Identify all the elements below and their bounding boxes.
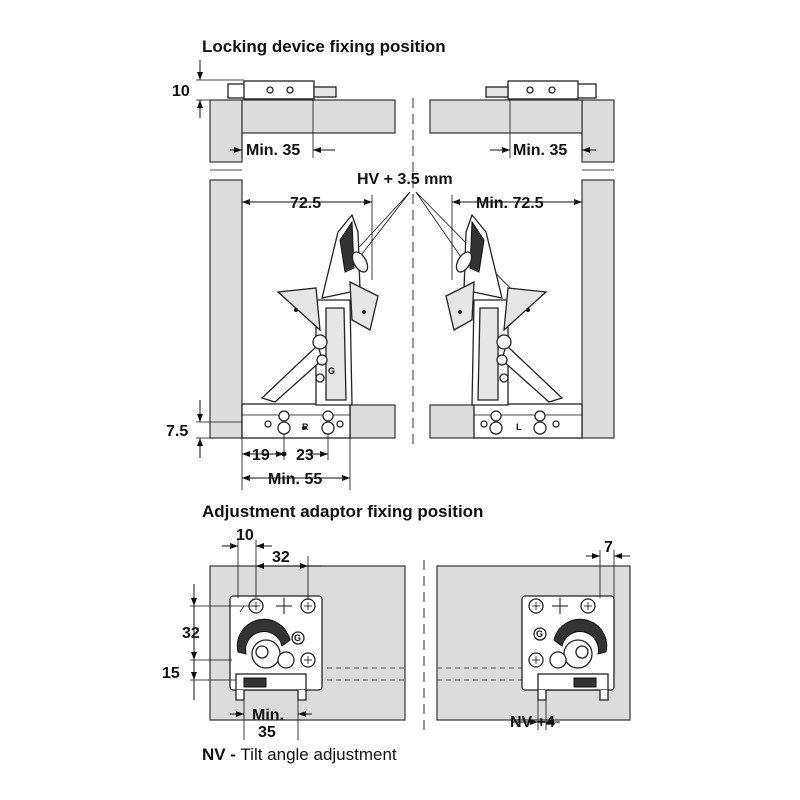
right-bottom-panel xyxy=(429,404,476,439)
dimension-min35-left: Min. 35 xyxy=(230,133,335,159)
left-bottom-panel xyxy=(349,404,396,439)
dim-7-5-label: 7.5 xyxy=(166,423,188,440)
dimension-adj-min35: Min. 35 xyxy=(230,700,312,741)
mark-l: L xyxy=(516,422,522,432)
mark-g-locking-left: G xyxy=(328,366,335,376)
dim-adj-32h-label: 32 xyxy=(272,549,290,566)
dim-min72-5-label: Min. 72.5 xyxy=(476,195,544,212)
dim-hv-label: HV + 3.5 mm xyxy=(357,171,453,188)
dim-adj-min-label: Min. xyxy=(252,707,284,724)
left-side-panel xyxy=(209,179,243,439)
right-locking-mechanism xyxy=(445,213,583,439)
mark-r: R xyxy=(302,422,309,432)
dim-19-label: 19 xyxy=(252,447,270,464)
dimension-adj-7: 7 xyxy=(586,539,630,598)
top-left-panel-assembly xyxy=(209,80,396,163)
dimension-adj-10: 10 xyxy=(222,527,272,598)
dimension-adj-15: 15 xyxy=(162,660,236,700)
dimension-nv4: NV +4 xyxy=(510,700,560,731)
dim-adj-35-label: 35 xyxy=(258,724,276,741)
dim-min35-right-label: Min. 35 xyxy=(513,142,567,159)
dimension-19-23-min55: 19 23 Min. 55 xyxy=(241,434,351,490)
heading-locking-device: Locking device fixing position xyxy=(202,37,446,56)
dim-adj-32v-label: 32 xyxy=(182,625,200,642)
mark-g-adaptor-right: G xyxy=(536,629,543,639)
dim-23-label: 23 xyxy=(296,447,314,464)
heading-adjustment-adaptor: Adjustment adaptor fixing position xyxy=(202,502,483,521)
dimension-7-5: 7.5 xyxy=(166,400,242,458)
right-adjustment-adaptor: G xyxy=(521,595,615,701)
dim-min35-left-label: Min. 35 xyxy=(246,142,300,159)
dimension-min72-5: Min. 72.5 xyxy=(451,195,582,280)
dim-10-top-label: 10 xyxy=(172,83,190,100)
dimension-adj-32-horizontal: 32 xyxy=(256,549,322,600)
dimension-adj-32-vertical: 32 xyxy=(182,584,256,661)
legend-note: NV - Tilt angle adjustment xyxy=(202,745,397,764)
dimension-72-5: 72.5 xyxy=(242,195,373,280)
dim-nv4-label: NV +4 xyxy=(510,714,555,731)
dim-adj-7-label: 7 xyxy=(604,539,613,556)
dim-min55-label: Min. 55 xyxy=(268,471,322,488)
dim-adj-15-label: 15 xyxy=(162,665,180,682)
left-adjustment-adaptor: G xyxy=(229,595,323,701)
legend-key: NV - xyxy=(202,745,236,764)
dimension-10-top: 10 xyxy=(172,60,244,118)
legend-text: Tilt angle adjustment xyxy=(236,745,397,764)
dim-72-5-label: 72.5 xyxy=(290,195,321,212)
dimension-min35-right: Min. 35 xyxy=(490,133,596,159)
dim-adj-10-label: 10 xyxy=(236,527,254,544)
right-side-panel xyxy=(581,179,615,439)
left-locking-mechanism: R G xyxy=(241,213,379,439)
mark-g-adaptor-left: G xyxy=(294,633,301,643)
